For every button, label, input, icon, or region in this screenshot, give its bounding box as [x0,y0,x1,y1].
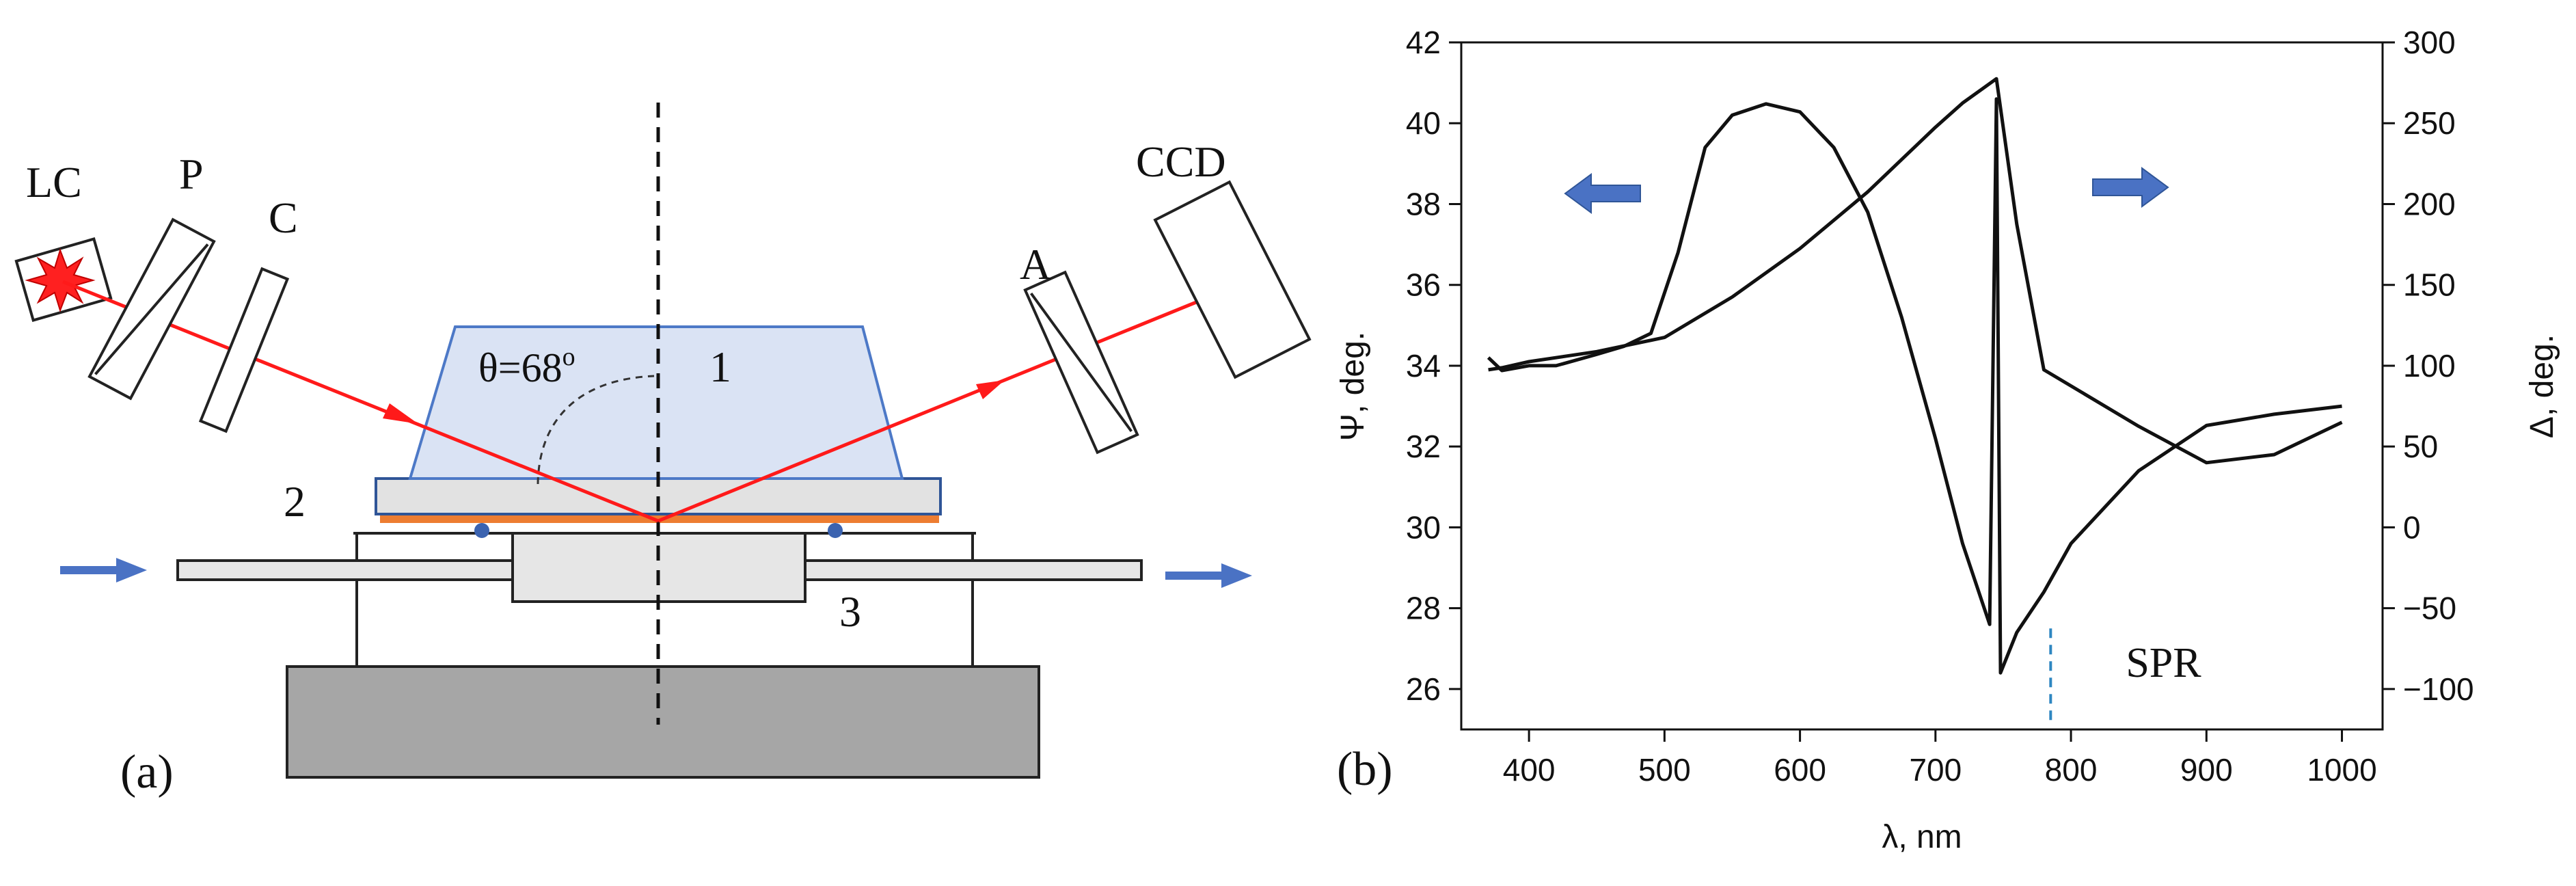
y2-tick-label: 200 [2403,186,2456,222]
analyzer [1023,270,1139,455]
y2-tick-label: 50 [2403,429,2438,464]
y-tick-label: 42 [1406,25,1441,60]
series-delta-line [1487,97,2342,675]
panel-a-schematic: LC P C A CCD θ=68o 1 2 3 (a) [14,103,1312,798]
x-tick-label: 700 [1909,752,1962,788]
x-axis-label: λ, nm [1882,819,1962,855]
flow-tube-right [804,559,1143,581]
y-tick-label: 34 [1406,348,1441,384]
flow-out-arrow-icon [1165,563,1252,588]
x-axis-ticks: 400 500 600 700 800 900 1000 [1503,729,2377,788]
contact-dot-left [474,523,489,538]
y2-axis-ticks: −100 −50 0 50 100 150 200 250 300 [2383,25,2474,707]
label-channel-3: 3 [839,587,861,636]
x-tick-label: 400 [1503,752,1556,788]
y-tick-label: 28 [1406,591,1441,626]
label-angle-degree: o [562,343,575,371]
panel-a-label: (a) [120,746,174,798]
support-base [286,665,1040,779]
incident-beam-arrow-icon [383,403,418,424]
y-tick-label: 26 [1406,671,1441,707]
y-tick-label: 38 [1406,186,1441,222]
label-angle: θ=68o [478,343,575,390]
y-tick-label: 40 [1406,105,1441,141]
left-axis-arrow-icon [1564,173,1641,214]
y2-tick-label: −50 [2403,591,2456,626]
prism [408,325,904,480]
x-tick-label: 1000 [2307,752,2376,788]
right-axis-arrow-icon [2092,167,2169,208]
y-tick-label: 36 [1406,267,1441,303]
panel-b-label: (b) [1337,743,1393,796]
flow-cell-block [511,532,806,603]
y-tick-label: 30 [1406,509,1441,545]
label-lc: LC [26,158,82,206]
y2-tick-label: 250 [2403,105,2456,141]
ccd-detector [1153,180,1312,379]
label-c: C [269,193,298,242]
y-tick-label: 32 [1406,429,1441,464]
y2-tick-label: 150 [2403,267,2456,303]
label-ccd: CCD [1136,137,1226,186]
label-prism-1: 1 [709,343,731,391]
x-tick-label: 800 [2045,752,2098,788]
reflected-beam [657,295,1210,523]
label-plate-2: 2 [284,477,306,526]
spr-annotation: SPR [2126,640,2201,686]
flow-tube-left [176,559,514,581]
y-axis-ticks: 26 28 30 32 34 36 38 40 42 [1406,25,1461,707]
x-tick-label: 600 [1774,752,1826,788]
y2-tick-label: 0 [2403,509,2421,545]
flow-in-arrow-icon [60,558,147,582]
y2-tick-label: 300 [2403,25,2456,60]
label-a: A [1020,240,1051,288]
y2-tick-label: −100 [2403,671,2474,707]
x-tick-label: 900 [2180,752,2233,788]
label-p: P [179,150,204,198]
compensator [198,267,290,433]
contact-dot-right [828,523,843,538]
plot-frame [1460,41,2384,731]
polarizer [87,217,216,401]
y2-axis-label: Δ, deg. [2524,334,2560,438]
series-psi-line [1488,77,2343,465]
y-axis-label: Ψ, deg. [1335,332,1371,441]
incidence-angle-arc [537,375,655,485]
light-source-burst-icon [25,247,96,313]
y2-tick-label: 100 [2403,348,2456,384]
reflected-beam-arrow-icon [976,380,1005,399]
x-tick-label: 500 [1638,752,1691,788]
